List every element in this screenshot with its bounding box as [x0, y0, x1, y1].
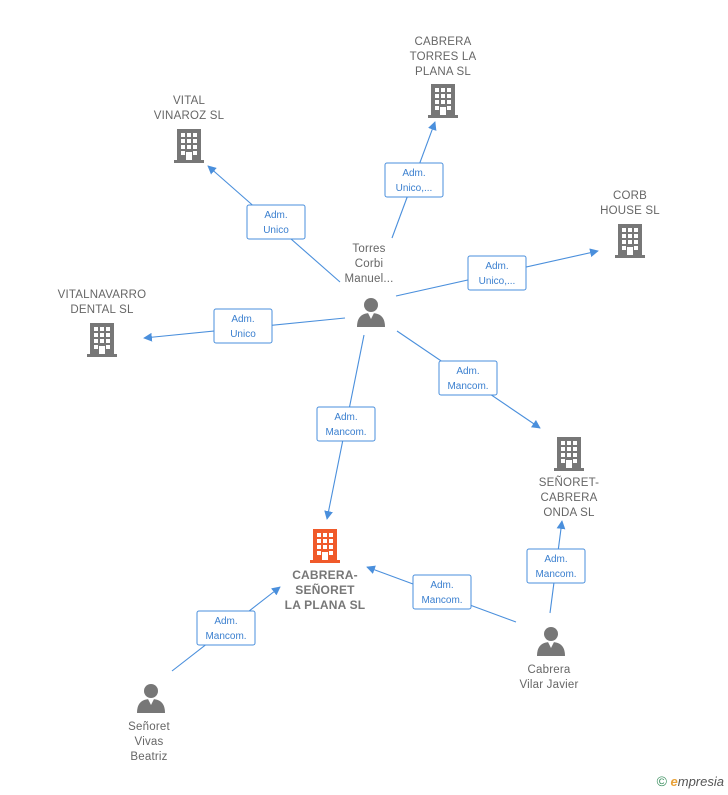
node-label-line: CORB: [613, 190, 647, 202]
building-icon: [615, 224, 645, 258]
edge-torres_corbi-to-vitalnavarro: Adm. Unico: [143, 308, 346, 344]
node-label-line: SEÑORET-: [539, 476, 599, 489]
node-senoret_cabrera_onda[interactable]: SEÑORET- CABRERA ONDA SL: [539, 437, 599, 519]
edge-label-text: Adm.: [485, 261, 508, 272]
edge-label-box[interactable]: Adm. Unico: [213, 308, 273, 344]
node-label-line: LA PLANA SL: [285, 598, 366, 612]
edge-label-text: Mancom.: [535, 569, 576, 580]
node-label-line: Torres: [352, 243, 385, 255]
node-corb_house[interactable]: CORB HOUSE SL: [600, 190, 660, 258]
node-label-line: ONDA SL: [543, 507, 595, 519]
node-label-line: DENTAL SL: [70, 304, 134, 316]
edge-label-text: Adm.: [544, 554, 567, 565]
node-label-line: SEÑORET: [295, 582, 355, 597]
edge-torres_corbi-to-cabrera_torres: Adm. Unico,...: [384, 121, 444, 239]
edge-label-box[interactable]: Adm. Mancom.: [438, 360, 498, 396]
edge-label-text: Adm.: [214, 616, 237, 627]
edge-label-box[interactable]: Adm. Mancom.: [412, 574, 472, 610]
edge-cabrera_vilar-to-cabrera_senoret: Adm. Mancom.: [366, 565, 517, 623]
edge-torres_corbi-to-corb_house: Adm. Unico,...: [395, 248, 599, 297]
edge-label-text: Mancom.: [325, 427, 366, 438]
edge-label-frame: [438, 360, 498, 396]
building-icon: [554, 437, 584, 471]
brand-name: mpresia: [677, 774, 724, 789]
edge-label-box[interactable]: Adm. Mancom.: [316, 406, 376, 442]
edge-label-box[interactable]: Adm. Unico: [246, 204, 306, 240]
node-label-line: TORRES LA: [410, 51, 477, 63]
edge-label-box[interactable]: Adm. Mancom.: [526, 548, 586, 584]
node-label-line: Vivas: [135, 736, 164, 748]
edges-layer: Adm.Unico,...Adm.UnicoAdm.Unico,...Adm.U…: [143, 121, 599, 672]
node-label-line: CABRERA-: [292, 568, 358, 582]
node-label-line: Cabrera: [528, 664, 571, 676]
node-label-line: Corbi: [355, 258, 383, 270]
node-label-line: VINAROZ SL: [154, 110, 225, 122]
person-icon: [137, 684, 165, 713]
node-label-line: Vilar Javier: [519, 679, 578, 691]
node-label-line: CABRERA: [415, 36, 472, 48]
node-label-line: Señoret: [128, 721, 170, 733]
edge-label-text: Adm.: [430, 580, 453, 591]
node-cabrera_torres[interactable]: CABRERA TORRES LA PLANA SL: [410, 36, 477, 118]
edge-cabrera_vilar-to-senoret_cabrera_onda: Adm. Mancom.: [526, 520, 586, 614]
building-icon: [428, 84, 458, 118]
edge-label-text: Adm.: [264, 210, 287, 221]
edge-label-frame: [246, 204, 306, 240]
edge-label-text: Mancom.: [421, 595, 462, 606]
edge-label-text: Adm.: [456, 366, 479, 377]
edge-label-box[interactable]: Adm. Unico,...: [467, 255, 527, 291]
edge-label-frame: [384, 162, 444, 198]
edge-torres_corbi-to-vital_vinaroz: Adm. Unico: [207, 165, 341, 283]
edge-label-frame: [526, 548, 586, 584]
node-vital_vinaroz[interactable]: VITAL VINAROZ SL: [154, 95, 225, 163]
person-icon: [537, 627, 565, 656]
edge-label-frame: [316, 406, 376, 442]
building-icon: [87, 323, 117, 357]
edge-label-frame: [196, 610, 256, 646]
node-label-line: HOUSE SL: [600, 205, 660, 217]
edge-label-box[interactable]: Adm. Unico,...: [384, 162, 444, 198]
edge-label-text: Adm.: [402, 168, 425, 179]
edge-label-text: Mancom.: [205, 631, 246, 642]
node-label-line: VITAL: [173, 95, 206, 107]
building-icon: [174, 129, 204, 163]
copyright-symbol: ©: [656, 773, 667, 789]
node-label-line: PLANA SL: [415, 66, 471, 78]
edge-label-frame: [412, 574, 472, 610]
edge-label-text: Unico,...: [396, 183, 433, 194]
brand-watermark: © empresia: [657, 773, 724, 789]
edge-label-text: Mancom.: [447, 381, 488, 392]
nodes-layer: CABRERA TORRES LA PLANA SL VITAL VINAROZ SL C…: [58, 36, 660, 763]
building-icon: [310, 529, 340, 563]
node-vitalnavarro[interactable]: VITALNAVARRO DENTAL SL: [58, 289, 147, 357]
person-icon: [357, 298, 385, 327]
node-label-line: CABRERA: [541, 492, 598, 504]
edge-label-frame: [213, 308, 273, 344]
edge-label-text: Adm.: [334, 412, 357, 423]
edge-label-text: Unico: [263, 225, 289, 236]
edge-label-box[interactable]: Adm. Mancom.: [196, 610, 256, 646]
edge-label-text: Adm.: [231, 314, 254, 325]
edge-torres_corbi-to-cabrera_senoret: Adm. Mancom.: [316, 334, 376, 520]
node-label-line: VITALNAVARRO: [58, 289, 147, 301]
edge-label-frame: [467, 255, 527, 291]
edge-torres_corbi-to-senoret_cabrera_onda: Adm. Mancom.: [396, 330, 541, 429]
edge-senoret_vivas-to-cabrera_senoret: Adm. Mancom.: [171, 586, 281, 672]
node-torres_corbi[interactable]: TorresCorbiManuel...: [344, 243, 393, 327]
edge-label-text: Unico,...: [479, 276, 516, 287]
edge-label-text: Unico: [230, 329, 256, 340]
node-label-line: Beatriz: [130, 751, 167, 763]
node-label-line: Manuel...: [344, 273, 393, 285]
brand-initial: e: [670, 774, 678, 789]
